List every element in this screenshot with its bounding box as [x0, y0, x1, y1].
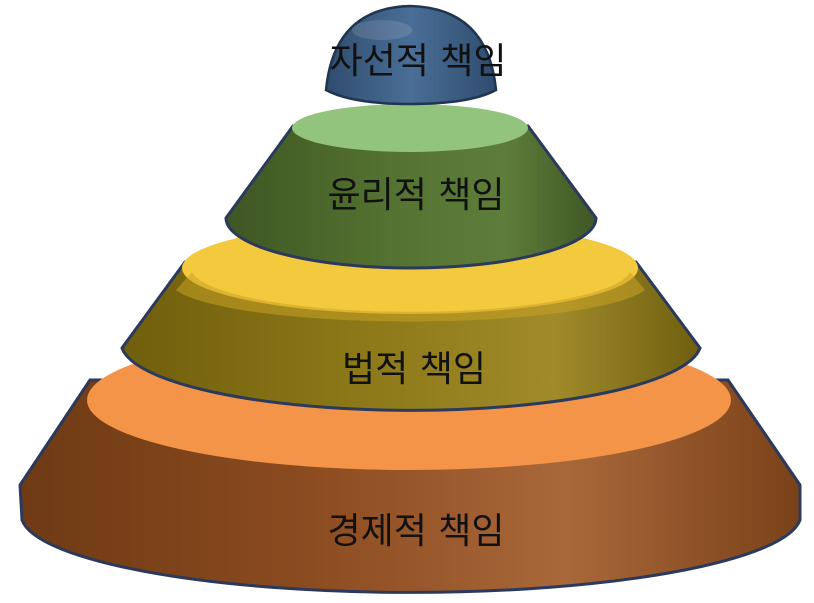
- tier-ethical-label: 윤리적 책임: [327, 175, 504, 216]
- tier-economic-label: 경제적 책임: [327, 511, 504, 552]
- tier-philanthropic-highlight: [352, 20, 412, 40]
- tier-philanthropic-label: 자선적 책임: [329, 41, 506, 82]
- tier-ethical-top: [292, 104, 528, 152]
- tier-legal-label: 법적 책임: [342, 349, 486, 390]
